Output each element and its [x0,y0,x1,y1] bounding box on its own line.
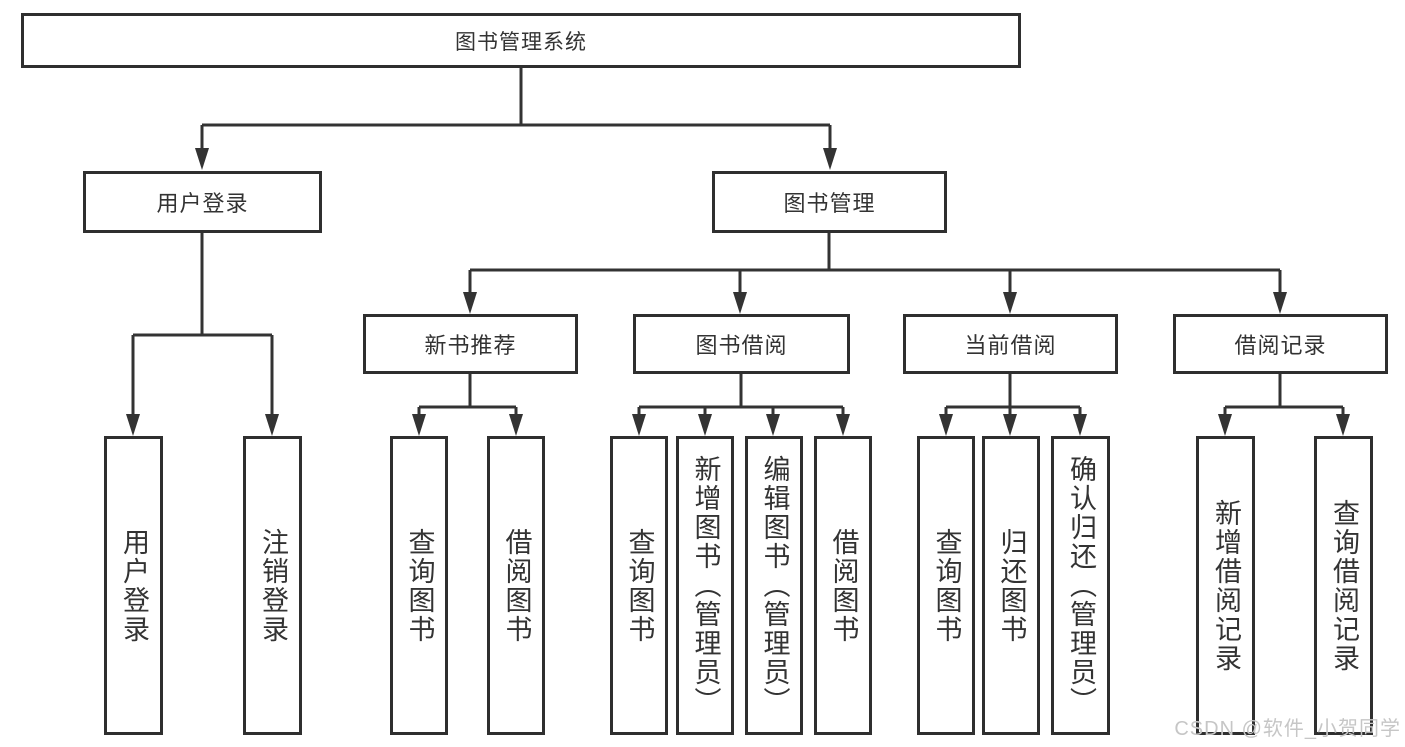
connector-book-borrow-children [632,374,850,436]
connector-new-book-children [412,374,523,436]
node-new-book-recommend: 新书推荐 [363,314,578,374]
leaf-return-book: 归还图书 [982,436,1040,735]
leaf-query-books-borrow: 查询图书 [610,436,668,735]
connector-book-management-children [463,233,1287,314]
node-current-borrow: 当前借阅 [903,314,1118,374]
connector-user-login-children [126,233,279,436]
leaf-user-login: 用户登录 [104,436,163,735]
leaf-query-books-recommend: 查询图书 [390,436,448,735]
node-library-management-system: 图书管理系统 [21,13,1021,68]
leaf-edit-book-admin: 编辑图书（管理员） [745,436,803,735]
leaf-add-borrow-record: 新增借阅记录 [1196,436,1255,735]
connector-root-to-level2 [195,68,837,170]
leaf-borrow-books: 借阅图书 [814,436,872,735]
node-user-login: 用户登录 [83,171,322,233]
leaf-add-book-admin: 新增图书（管理员） [676,436,734,735]
connector-current-borrow-children [939,374,1087,436]
leaf-confirm-return-admin: 确认归还（管理员） [1051,436,1110,735]
leaf-logout: 注销登录 [243,436,302,735]
connector-borrow-records-children [1218,374,1350,436]
csdn-watermark: CSDN @软件_小贺同学 [1174,718,1401,740]
leaf-query-borrow-record: 查询借阅记录 [1314,436,1373,735]
node-borrow-records: 借阅记录 [1173,314,1388,374]
leaf-query-books-current: 查询图书 [917,436,975,735]
leaf-borrow-books-recommend: 借阅图书 [487,436,545,735]
node-book-management: 图书管理 [712,171,947,233]
node-book-borrow: 图书借阅 [633,314,850,374]
